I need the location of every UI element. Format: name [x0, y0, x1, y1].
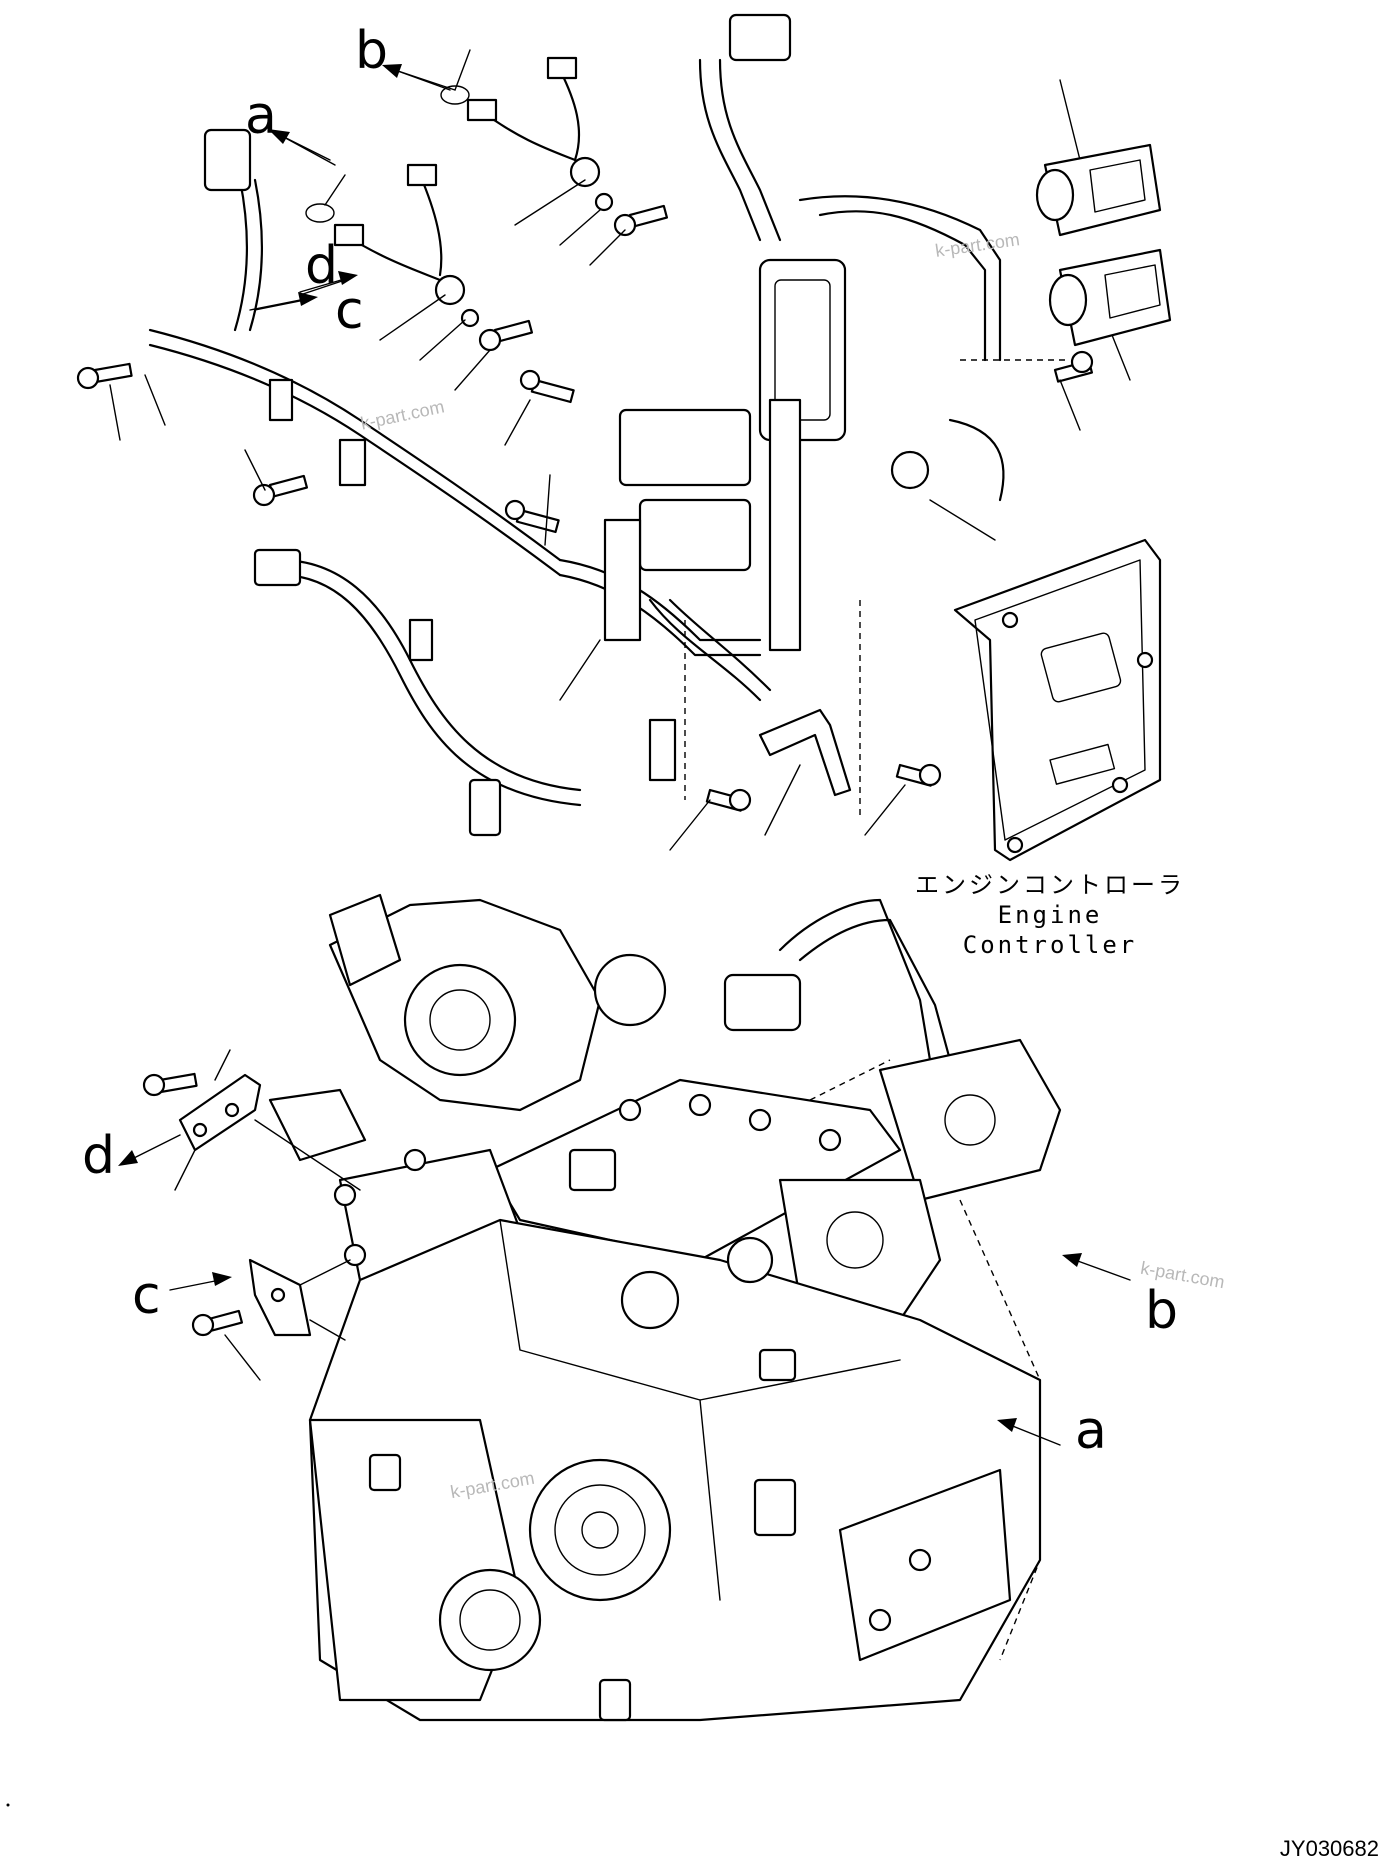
coil-pipe: [603, 518, 642, 642]
bolt: [613, 204, 669, 237]
harness-top-connector: [728, 13, 792, 62]
port: [726, 1236, 774, 1284]
egr-valve: [723, 973, 802, 1032]
clamp: [338, 438, 367, 487]
bracket: [758, 708, 852, 797]
port: [620, 1270, 680, 1330]
connector-covers: [1035, 143, 1172, 347]
support-pipe: [768, 398, 802, 652]
label-b-lower: b: [1145, 1281, 1179, 1341]
cover-inlet: [1035, 168, 1075, 222]
oil-filler: [568, 1148, 617, 1192]
engine-controller-jp: エンジンコントローラ: [915, 871, 1185, 899]
bolt: [895, 763, 942, 787]
engine-controller-caption: エンジンコントローラ Engine Controller: [910, 870, 1190, 960]
engine-block: [268, 893, 1062, 1722]
o-ring: [460, 308, 480, 328]
bolt: [76, 362, 133, 390]
sensor-plug: [406, 163, 438, 187]
sensor-body: [434, 274, 466, 306]
bolt: [142, 1072, 198, 1097]
wiring-harness: [148, 128, 762, 837]
sensor-plug: [466, 98, 498, 122]
sensor-plug: [333, 223, 365, 247]
pipe-lower: [648, 718, 677, 782]
cylinder-head-cover: [488, 1078, 902, 1262]
reference-arrows: [6, 64, 1131, 1807]
label-b-upper: b: [355, 21, 389, 81]
wastegate: [328, 893, 402, 987]
grommet: [890, 450, 930, 490]
label-d-lower: d: [82, 1126, 116, 1186]
sensor-fitting: [753, 1478, 797, 1537]
connector-left-lower: [253, 548, 302, 587]
turbo-housing: [403, 963, 517, 1077]
water-pump: [438, 1568, 542, 1672]
o-ring-b: [440, 85, 470, 105]
leader-lines-upper: [109, 49, 1131, 851]
engine-controller-unit: [953, 538, 1162, 862]
turbo-outlet: [593, 953, 667, 1027]
drawing-code: JY030682: [1279, 1836, 1379, 1861]
cover-inlet: [1048, 273, 1088, 327]
junction-connector: [638, 498, 752, 572]
lower-brackets: [142, 1049, 361, 1381]
connector-a-upper: [203, 128, 252, 192]
o-ring: [594, 192, 614, 212]
sensor-plug: [546, 56, 578, 80]
sensor-upper: [466, 56, 614, 212]
center-assembly: [603, 13, 1070, 820]
bolt: [705, 788, 752, 812]
bolts-upper: [76, 204, 1094, 812]
sensor-fitting: [758, 1348, 797, 1382]
junction-connector: [618, 408, 752, 487]
clamp: [408, 618, 434, 662]
sensor-fitting: [368, 1453, 402, 1492]
bolt: [519, 369, 575, 404]
sensor-fitting: [598, 1678, 632, 1722]
clamp: [268, 378, 294, 422]
label-a-upper: a: [245, 86, 277, 146]
label-c-lower: c: [132, 1266, 161, 1326]
intake-pipe: [268, 1088, 367, 1162]
engine-controller-en: Engine Controller: [962, 901, 1138, 959]
intake-flange: [778, 1178, 942, 1322]
label-c-upper: c: [335, 281, 364, 341]
bolt: [252, 474, 309, 507]
intake-manifold: [878, 1038, 1062, 1202]
label-a-lower: a: [1075, 1401, 1107, 1461]
relay-box: [758, 258, 847, 442]
sensor-body: [569, 156, 601, 188]
bolt: [1053, 350, 1094, 383]
bolt: [478, 319, 534, 352]
label-d-upper: d: [305, 236, 339, 296]
crank-pulley: [528, 1458, 672, 1602]
o-ring-a: [305, 203, 335, 223]
connector-bottom: [468, 778, 502, 837]
bolt: [504, 499, 560, 534]
bolt: [191, 1309, 244, 1337]
